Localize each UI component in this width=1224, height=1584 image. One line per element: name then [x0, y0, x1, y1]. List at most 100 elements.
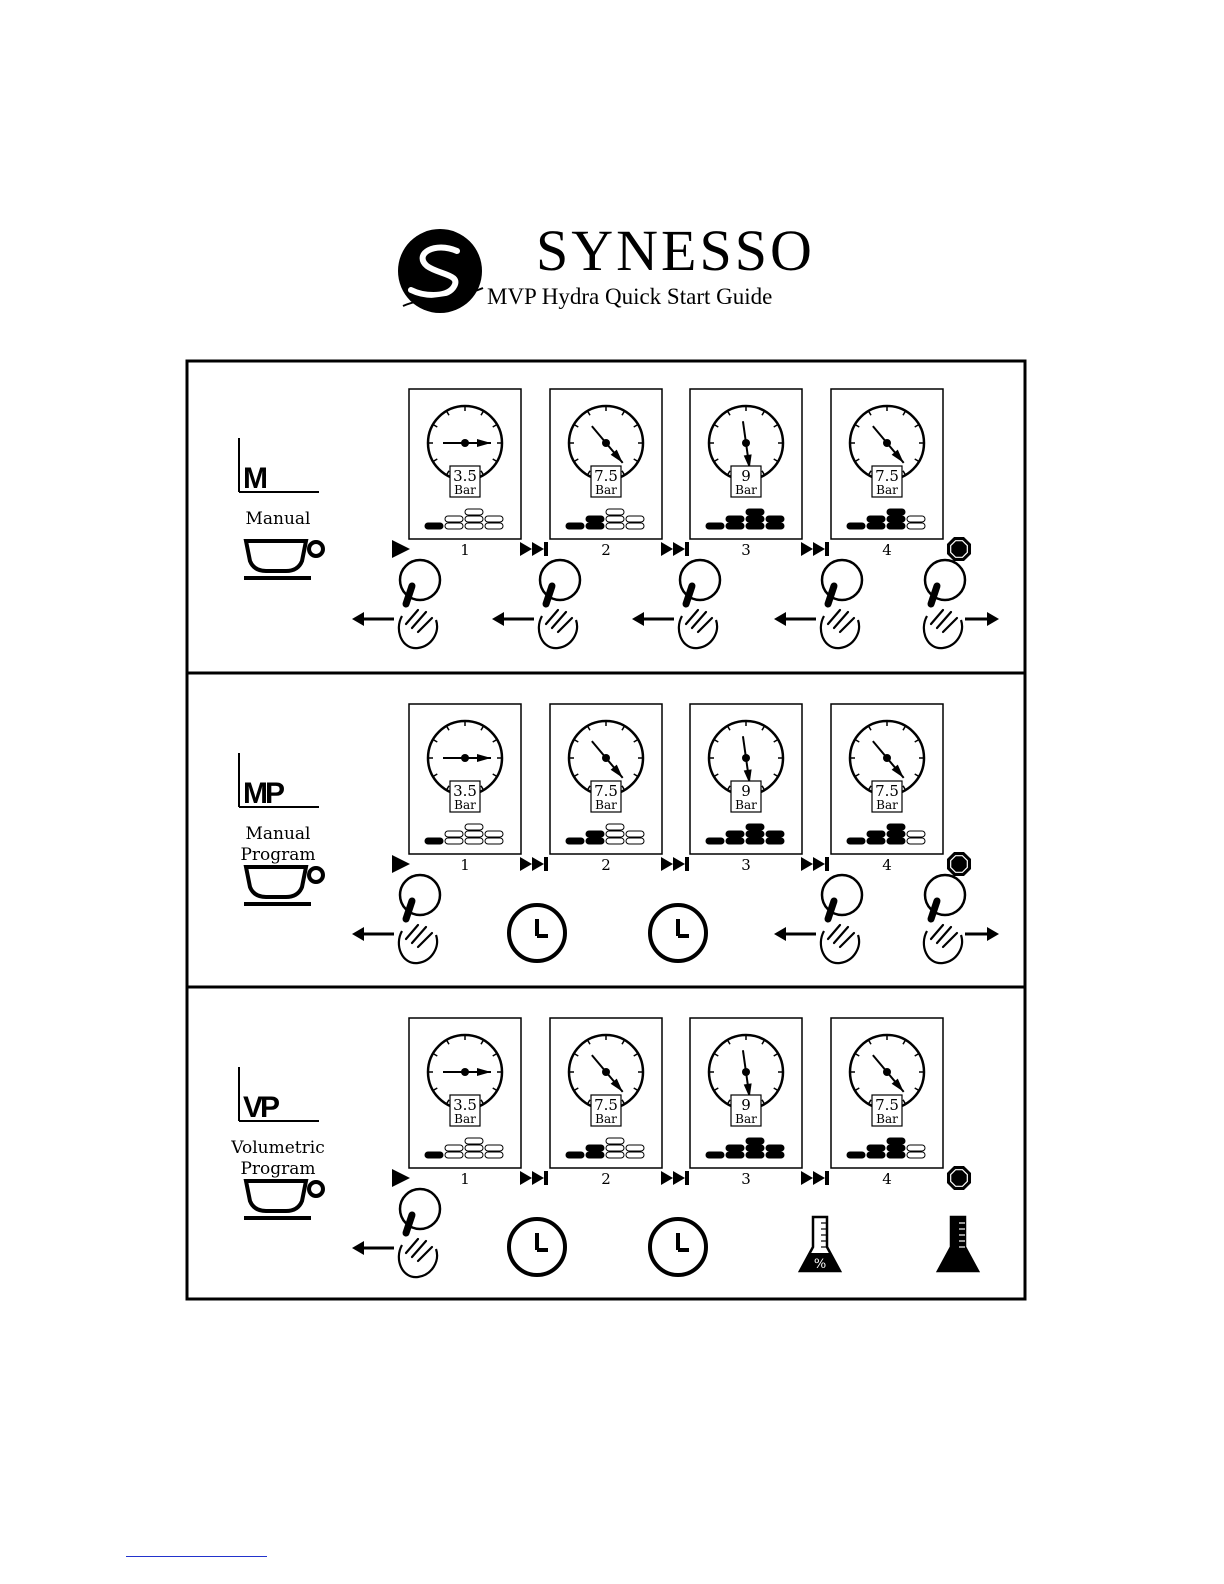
step-number: 4 — [882, 541, 892, 559]
gauge-unit: Bar — [735, 1112, 757, 1126]
beaker-percent-icon: % — [800, 1217, 840, 1272]
mode-section-mp: MPManualProgram3.5Bar17.5Bar29Bar37.5Bar… — [239, 704, 999, 963]
pressure-level-pill — [445, 838, 463, 844]
play-icon — [392, 1169, 410, 1187]
gauge-hub — [602, 1068, 610, 1076]
clock-icon — [650, 1219, 706, 1275]
gauge-panel: 9Bar — [690, 389, 802, 539]
gauge-unit: Bar — [595, 1112, 617, 1126]
pressure-level-pill — [465, 831, 483, 837]
pressure-level-pill — [887, 824, 905, 830]
pressure-level-pill — [887, 1138, 905, 1144]
coffee-cup-icon — [244, 867, 323, 904]
fast-forward-icon — [661, 542, 689, 556]
pressure-level-pill — [586, 1145, 604, 1151]
gauge-hub — [883, 439, 891, 447]
pressure-level-pill — [465, 838, 483, 844]
pressure-level-pill — [746, 516, 764, 522]
pressure-level-pill — [887, 838, 905, 844]
gauge-unit: Bar — [876, 483, 898, 497]
pressure-level-pill — [586, 838, 604, 844]
pressure-level-pill — [907, 838, 925, 844]
mode-code: MP — [243, 777, 284, 810]
pressure-level-pill — [626, 1145, 644, 1151]
step-number: 2 — [601, 541, 611, 559]
mode-label: Program — [240, 1159, 315, 1179]
pressure-level-pill — [485, 1152, 503, 1158]
pressure-level-pill — [606, 831, 624, 837]
pressure-level-pill — [867, 523, 885, 529]
mode-code: M — [243, 462, 266, 495]
pressure-level-pill — [706, 523, 724, 529]
pressure-level-pill — [606, 1145, 624, 1151]
pressure-level-pill — [847, 523, 865, 529]
percent-label: % — [814, 1257, 826, 1272]
pressure-level-pill — [566, 523, 584, 529]
gauge-hub — [742, 1068, 750, 1076]
pressure-level-pill — [445, 516, 463, 522]
gauge-hub — [602, 754, 610, 762]
paddle-hand-icon — [492, 560, 580, 648]
pressure-level-pill — [907, 516, 925, 522]
pressure-level-pill — [887, 523, 905, 529]
fast-forward-icon — [801, 542, 829, 556]
pressure-level-pill — [887, 831, 905, 837]
pressure-level-pill — [847, 1152, 865, 1158]
pressure-level-pill — [626, 516, 644, 522]
pressure-level-pill — [586, 523, 604, 529]
coffee-cup-icon — [244, 541, 323, 578]
pressure-level-pill — [485, 523, 503, 529]
pressure-level-pill — [606, 838, 624, 844]
beaker-full-icon — [938, 1217, 978, 1271]
pressure-level-pill — [606, 509, 624, 515]
pressure-level-pill — [746, 1152, 764, 1158]
footer-link-rule — [126, 1556, 267, 1557]
pressure-level-pill — [887, 1145, 905, 1151]
mode-section-vp: VPVolumetricProgram3.5Bar17.5Bar29Bar37.… — [230, 1018, 978, 1277]
step-number: 3 — [741, 1170, 751, 1188]
pressure-level-pill — [746, 1138, 764, 1144]
pressure-level-pill — [746, 523, 764, 529]
gauge-unit: Bar — [454, 798, 476, 812]
gauge-panel: 3.5Bar — [409, 389, 521, 539]
fast-forward-icon — [520, 542, 548, 556]
paddle-hand-icon — [924, 560, 999, 648]
paddle-hand-icon — [774, 560, 862, 648]
pressure-level-pill — [445, 831, 463, 837]
pressure-level-pill — [465, 1145, 483, 1151]
pressure-level-pill — [626, 831, 644, 837]
pressure-level-pill — [606, 516, 624, 522]
pressure-level-pill — [726, 838, 744, 844]
gauge-hub — [742, 439, 750, 447]
fast-forward-icon — [520, 1171, 548, 1185]
clock-icon — [650, 905, 706, 961]
gauge-panel: 7.5Bar — [831, 1018, 943, 1168]
gauge-unit: Bar — [454, 483, 476, 497]
play-icon — [392, 540, 410, 558]
mode-label: Volumetric — [230, 1138, 324, 1158]
pressure-level-pill — [766, 523, 784, 529]
mode-label: Manual — [245, 824, 310, 844]
pressure-level-pill — [766, 831, 784, 837]
coffee-cup-icon — [244, 1181, 323, 1218]
pressure-level-pill — [907, 523, 925, 529]
paddle-hand-icon — [774, 875, 862, 963]
pressure-level-pill — [626, 1152, 644, 1158]
play-icon — [392, 855, 410, 873]
gauge-panel: 3.5Bar — [409, 704, 521, 854]
pressure-level-pill — [586, 1152, 604, 1158]
pressure-level-pill — [485, 1145, 503, 1151]
mode-label: Program — [240, 845, 315, 865]
step-number: 2 — [601, 1170, 611, 1188]
pressure-level-pill — [726, 516, 744, 522]
pressure-level-pill — [887, 1152, 905, 1158]
pressure-level-pill — [626, 523, 644, 529]
gauge-hub — [883, 754, 891, 762]
pressure-level-pill — [485, 831, 503, 837]
pressure-level-pill — [425, 523, 443, 529]
pressure-level-pill — [766, 1145, 784, 1151]
pressure-level-pill — [726, 1152, 744, 1158]
